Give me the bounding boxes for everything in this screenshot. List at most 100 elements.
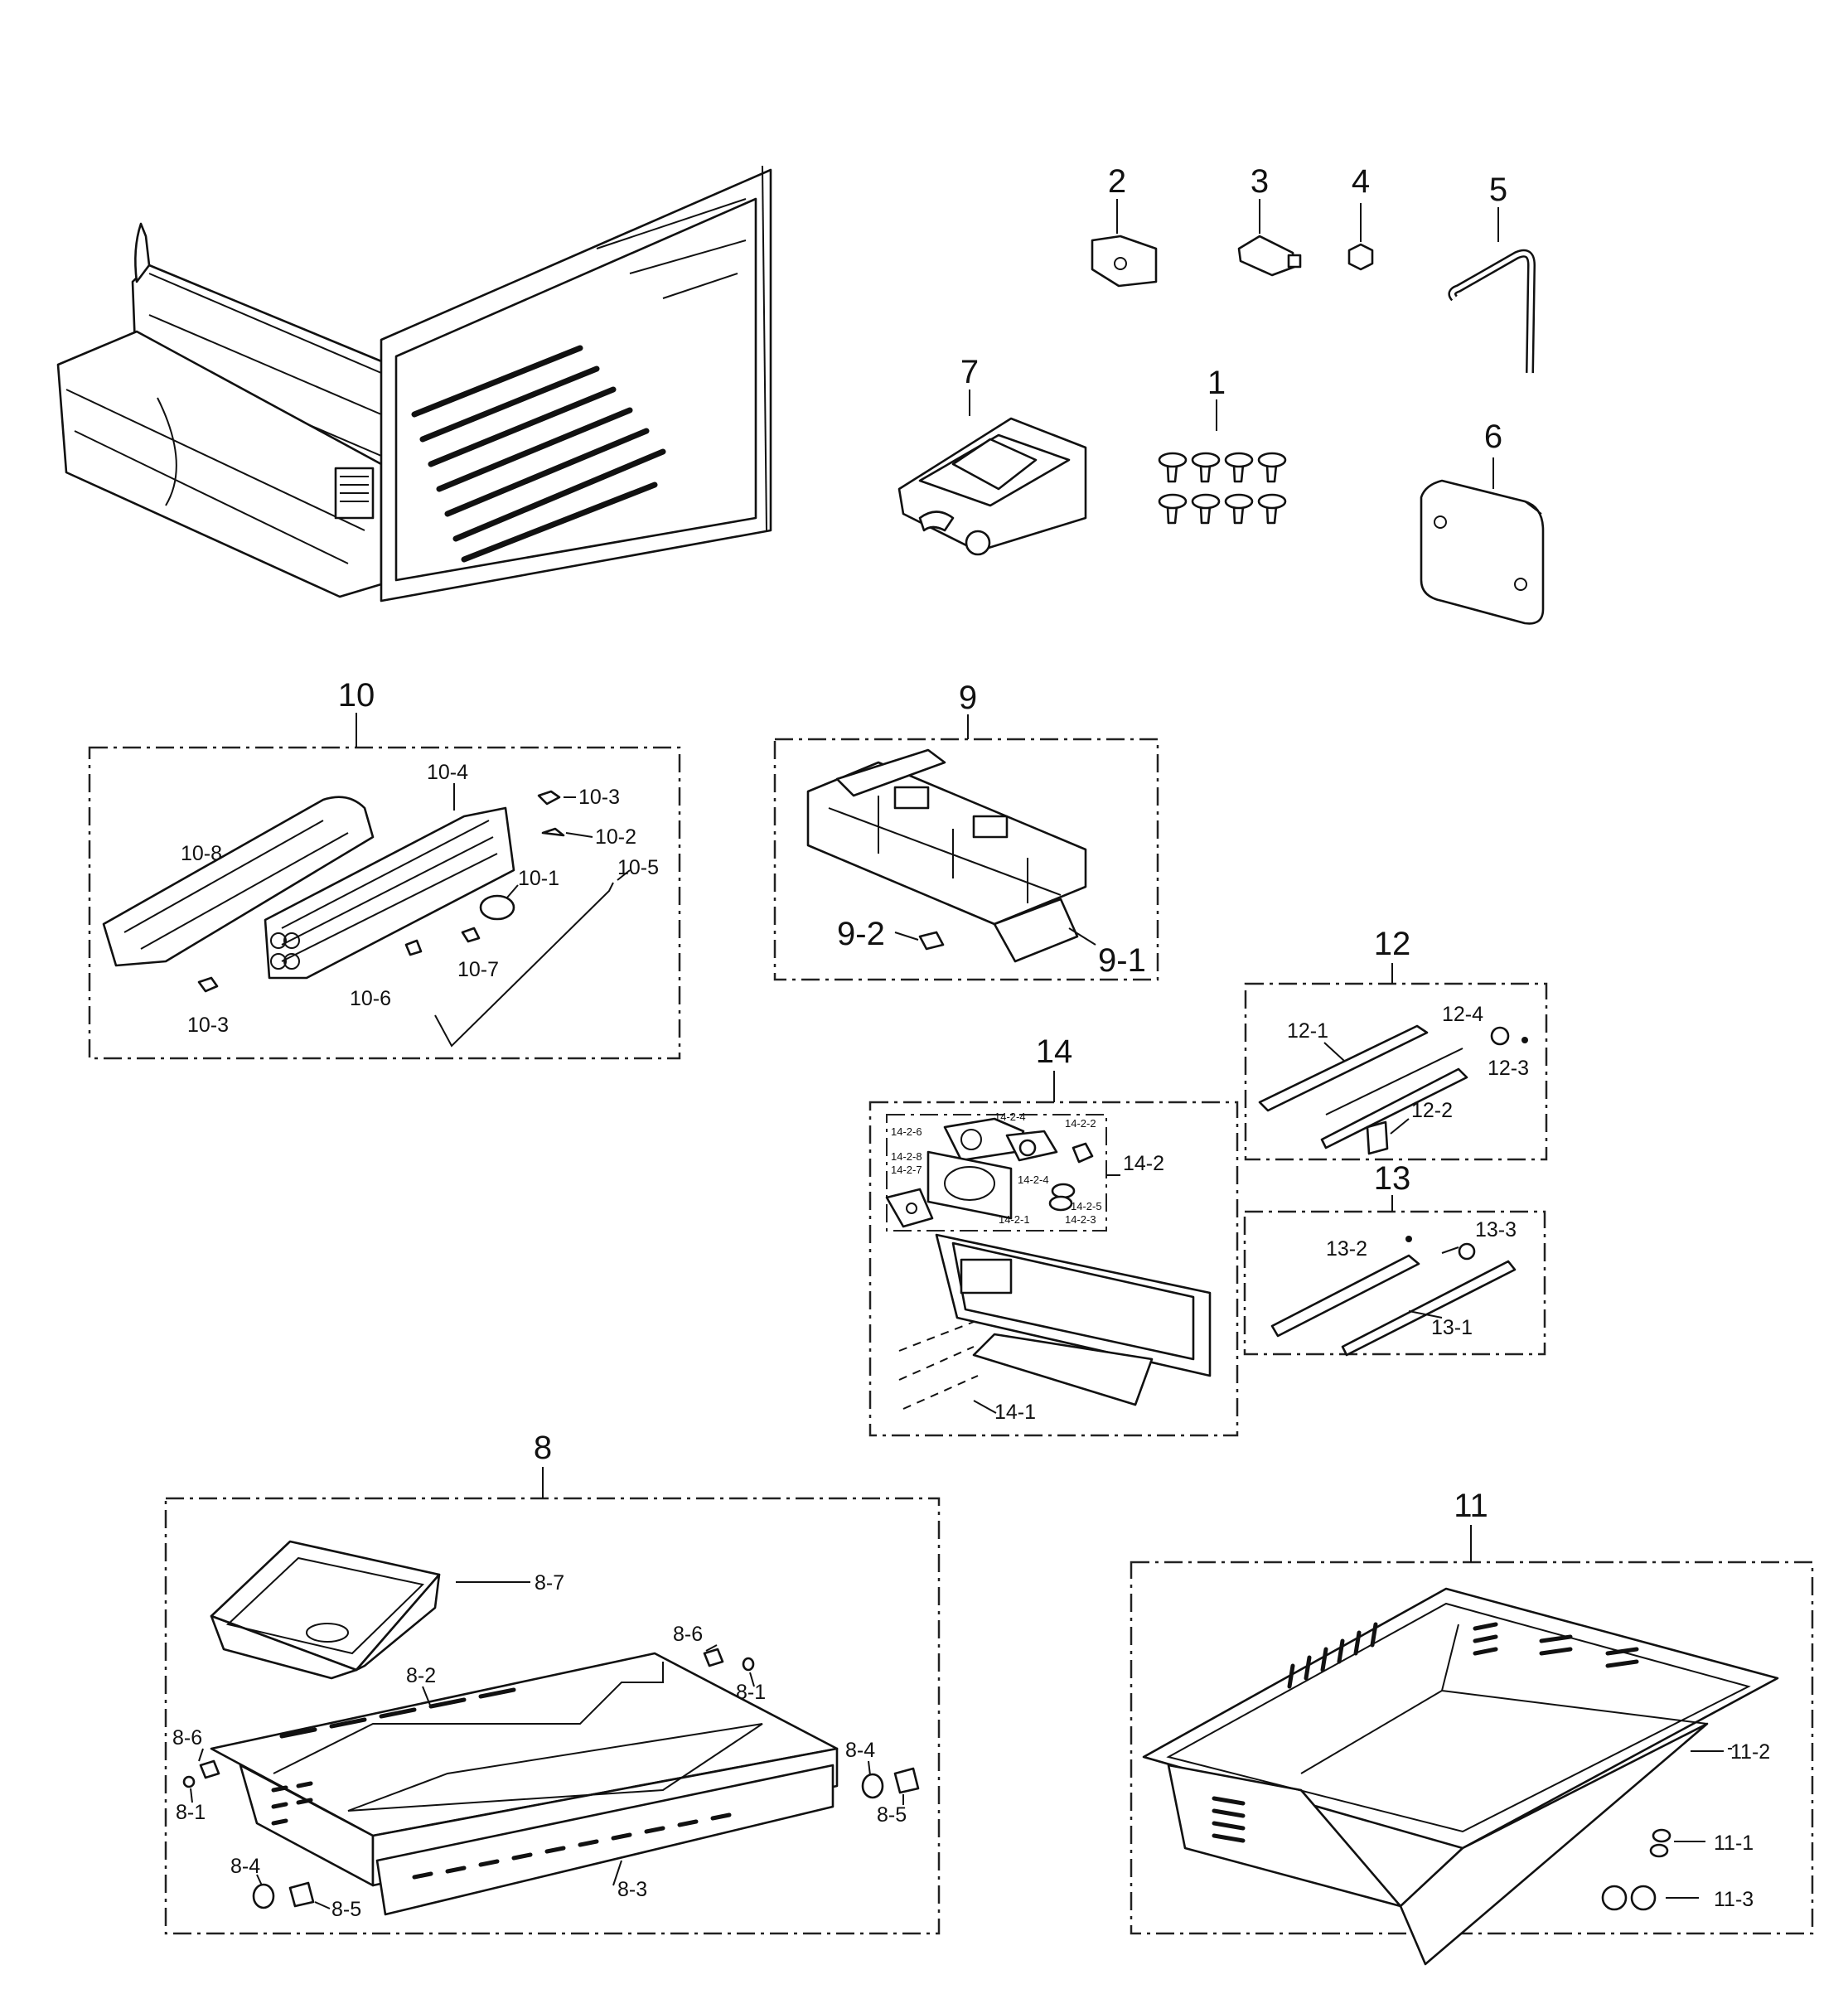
label-11-1: 11-1 — [1714, 1832, 1754, 1855]
label-14-2-4-top: 14-2-4 — [994, 1111, 1026, 1123]
label-9-1: 9-1 — [1098, 942, 1146, 979]
label-14-1: 14-1 — [994, 1401, 1036, 1424]
part-8-small-parts — [182, 1644, 920, 1909]
label-10-6: 10-6 — [350, 987, 391, 1010]
label-4: 4 — [1352, 163, 1370, 200]
label-7: 7 — [960, 354, 979, 390]
label-11-3: 11-3 — [1714, 1888, 1754, 1911]
label-14-2: 14-2 — [1123, 1152, 1164, 1175]
group-9-frame — [773, 738, 1159, 981]
part-4-nut — [1347, 203, 1374, 271]
part-11-basket — [1142, 1587, 1779, 1966]
screw-head — [1224, 493, 1254, 510]
part-2-bracket — [1091, 199, 1158, 288]
label-12: 12 — [1374, 926, 1411, 962]
part-12-rails — [1258, 1024, 1528, 1155]
label-6: 6 — [1484, 419, 1502, 455]
part-11-small-parts — [1601, 1828, 1705, 1911]
label-8-2: 8-2 — [406, 1664, 436, 1687]
label-8-6-left: 8-6 — [172, 1726, 202, 1749]
label-14-2-5: 14-2-5 — [1071, 1200, 1102, 1212]
group-8-frame — [164, 1497, 941, 1935]
label-10-4: 10-4 — [427, 761, 468, 784]
label-11: 11 — [1454, 1488, 1488, 1524]
part-13-rails — [1270, 1236, 1517, 1357]
label-8-6-right: 8-6 — [673, 1623, 703, 1646]
part-1-screws — [1158, 452, 1287, 525]
screw-shank — [1265, 464, 1278, 483]
screw-head — [1224, 452, 1254, 468]
part-10-4-evaporator — [264, 783, 515, 980]
label-2: 2 — [1108, 163, 1126, 200]
label-1: 1 — [1207, 365, 1226, 401]
screw-shank — [1199, 506, 1212, 525]
group-13-frame — [1243, 1210, 1546, 1356]
label-12-2: 12-2 — [1411, 1099, 1453, 1122]
callout-labels: 2 3 4 5 7 1 6 10 9 12 14 13 8 11 9-2 9-1… — [172, 163, 1770, 1921]
label-13-3: 13-3 — [1475, 1218, 1517, 1241]
screw-shank — [1166, 464, 1178, 483]
part-10-8-duct — [102, 796, 375, 967]
screw-head — [1257, 452, 1287, 468]
label-14-2-4: 14-2-4 — [1018, 1174, 1049, 1186]
label-8-7: 8-7 — [535, 1571, 564, 1595]
screw-shank — [1232, 464, 1245, 483]
freezer-cabinet-illustration — [56, 165, 772, 603]
label-14-2-6: 14-2-6 — [891, 1125, 922, 1138]
label-14: 14 — [1036, 1033, 1073, 1070]
label-10-2: 10-2 — [595, 825, 636, 849]
label-9: 9 — [959, 680, 977, 716]
label-8-4-right: 8-4 — [845, 1739, 875, 1762]
group-14-2-subframe — [886, 1114, 1107, 1232]
label-13-2: 13-2 — [1326, 1237, 1367, 1261]
label-10-1: 10-1 — [518, 867, 559, 890]
label-8-1-right: 8-1 — [736, 1681, 766, 1704]
label-10-7: 10-7 — [457, 958, 499, 981]
part-10-5-wire — [434, 869, 631, 1048]
screw-shank — [1166, 506, 1178, 525]
part-3-sensor — [1237, 199, 1302, 277]
part-8-drawer — [210, 1652, 839, 1916]
part-6-cover — [1420, 457, 1545, 625]
label-9-2: 9-2 — [837, 916, 885, 952]
label-3: 3 — [1251, 163, 1269, 200]
label-13: 13 — [1374, 1160, 1411, 1197]
screw-shank — [1199, 464, 1212, 483]
label-8-4-left: 8-4 — [230, 1855, 260, 1878]
label-14-2-7: 14-2-7 — [891, 1164, 922, 1176]
label-14-2-2: 14-2-2 — [1065, 1117, 1096, 1130]
screw-head — [1257, 493, 1287, 510]
screw-head — [1158, 493, 1188, 510]
label-13-1: 13-1 — [1431, 1316, 1473, 1339]
label-10-8: 10-8 — [181, 842, 222, 865]
label-10-5: 10-5 — [617, 856, 659, 879]
group-12-frame — [1244, 982, 1548, 1161]
label-10-3-bottom: 10-3 — [187, 1014, 229, 1037]
label-8: 8 — [534, 1430, 552, 1466]
group-10-frame — [88, 746, 681, 1060]
label-10-3-top: 10-3 — [578, 786, 620, 809]
part-14-2-fan-motor — [885, 1117, 1094, 1228]
part-14-1-fan-cover — [898, 1233, 1212, 1414]
label-10: 10 — [338, 677, 375, 714]
label-8-1-left: 8-1 — [176, 1801, 206, 1824]
screw-head — [1191, 452, 1221, 468]
part-9-ice-maker — [806, 748, 1096, 963]
label-12-4: 12-4 — [1442, 1003, 1483, 1026]
screw-shank — [1232, 506, 1245, 525]
label-8-5-right: 8-5 — [877, 1803, 907, 1827]
label-14-2-8: 14-2-8 — [891, 1150, 922, 1163]
label-8-5-left: 8-5 — [331, 1898, 361, 1921]
label-12-3: 12-3 — [1488, 1057, 1529, 1080]
part-10-small-clips — [197, 790, 593, 993]
part-5-rod — [1448, 207, 1536, 374]
part-7-housing — [897, 390, 1087, 556]
label-5: 5 — [1489, 172, 1507, 208]
label-8-3: 8-3 — [617, 1878, 647, 1901]
label-11-2: 11-2 — [1730, 1740, 1770, 1764]
label-14-2-1: 14-2-1 — [999, 1213, 1030, 1226]
part-8-7-ice-bin — [210, 1540, 530, 1680]
part-10-1-sensor — [479, 884, 519, 921]
label-12-1: 12-1 — [1287, 1019, 1328, 1043]
